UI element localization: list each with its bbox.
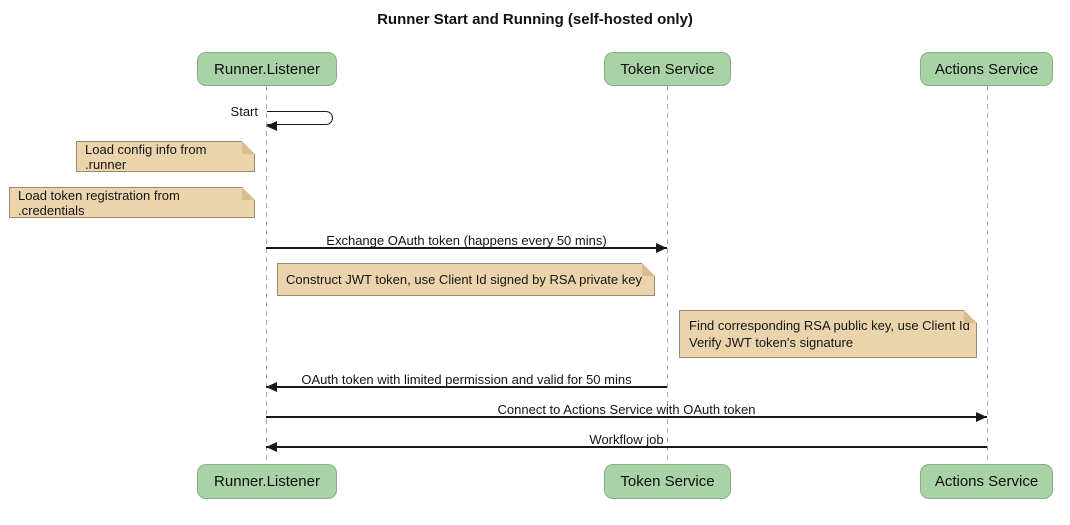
message-oauth-return-label: OAuth token with limited permission and … — [301, 372, 632, 387]
arrowhead-right-icon — [656, 243, 667, 253]
message-connect-line — [266, 416, 987, 418]
message-workflow-job-line — [266, 446, 987, 448]
message-oauth-return-line — [266, 386, 667, 388]
participant-token-service-top: Token Service — [604, 52, 731, 86]
diagram-title: Runner Start and Running (self-hosted on… — [377, 11, 693, 28]
note-verify-jwt: Find corresponding RSA public key, use C… — [679, 310, 977, 358]
note-load-token-registration: Load token registration from .credential… — [9, 187, 255, 218]
participant-actions-service-bottom: Actions Service — [920, 464, 1053, 499]
participant-runner-listener-top: Runner.Listener — [197, 52, 337, 86]
message-exchange-oauth-label: Exchange OAuth token (happens every 50 m… — [326, 233, 607, 248]
message-exchange-oauth-line — [266, 247, 667, 249]
participant-actions-service-top: Actions Service — [920, 52, 1053, 86]
arrowhead-left-icon — [266, 121, 277, 131]
participant-runner-listener-bottom: Runner.Listener — [197, 464, 337, 499]
note-load-config: Load config info from .runner — [76, 141, 255, 172]
arrowhead-right-icon — [976, 412, 987, 422]
lifeline-actions-service — [987, 86, 988, 464]
lifeline-runner-listener — [266, 86, 267, 464]
lifeline-token-service — [667, 86, 668, 464]
arrowhead-left-icon — [266, 442, 277, 452]
message-start-loop — [267, 111, 333, 125]
note-verify-jwt-line2: Verify JWT token's signature — [689, 335, 854, 350]
arrowhead-left-icon — [266, 382, 277, 392]
message-start-label: Start — [230, 104, 258, 119]
note-verify-jwt-line1: Find corresponding RSA public key, use C… — [689, 318, 970, 333]
message-connect-label: Connect to Actions Service with OAuth to… — [497, 402, 756, 417]
message-workflow-job-label: Workflow job — [589, 432, 664, 447]
note-construct-jwt: Construct JWT token, use Client Id signe… — [277, 263, 655, 296]
participant-token-service-bottom: Token Service — [604, 464, 731, 499]
